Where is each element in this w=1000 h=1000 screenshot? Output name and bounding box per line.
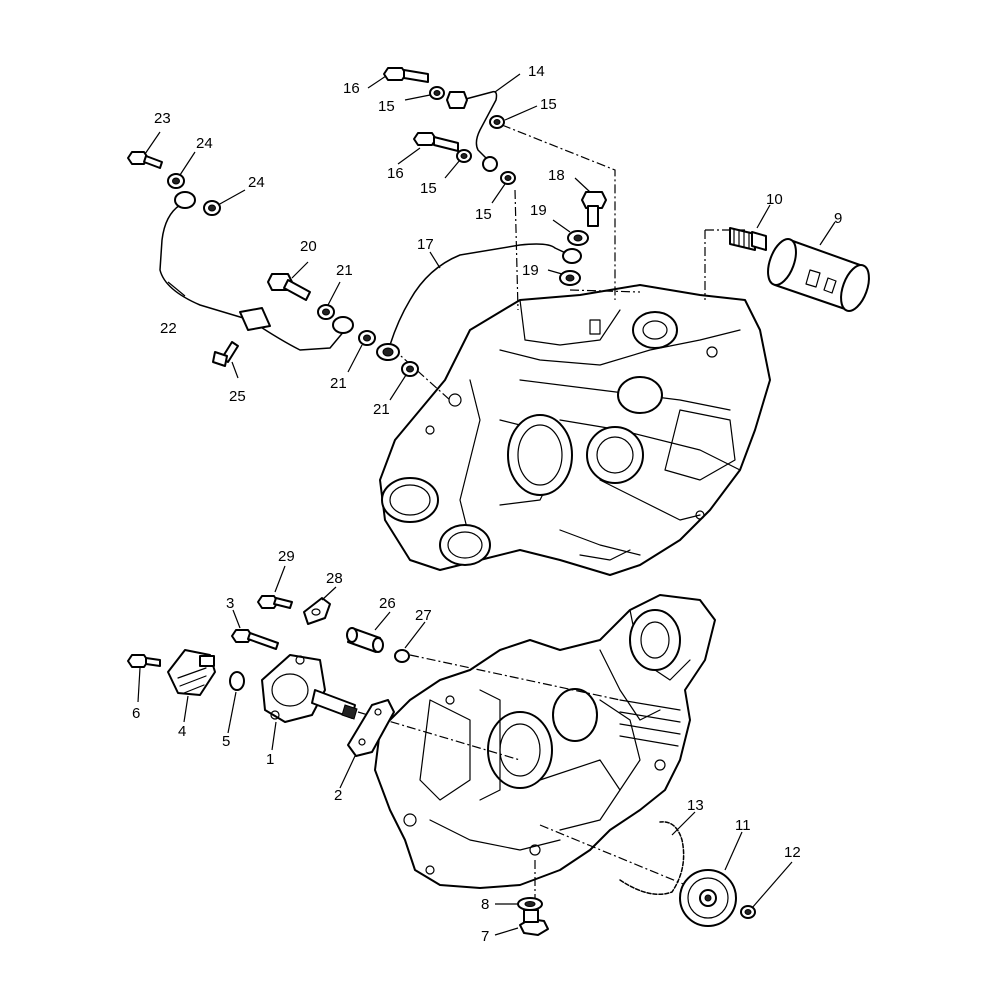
collar-26	[346, 627, 384, 653]
oil-pipe-14	[446, 90, 498, 172]
callout-21b: 21	[330, 375, 347, 392]
bolt-16-top	[383, 67, 429, 83]
bolt-3	[231, 629, 279, 650]
washers-15	[429, 86, 516, 185]
callout-labels: 1 2 3 4 5 6 7 8 9 10 11 12 13 14 15 15 1…	[132, 63, 842, 945]
bracket-28	[303, 597, 331, 625]
chain-13	[619, 821, 685, 895]
callout-7: 7	[481, 928, 489, 945]
callout-3: 3	[226, 595, 234, 612]
callout-15a: 15	[378, 98, 395, 115]
callout-8: 8	[481, 896, 489, 913]
callout-20: 20	[300, 238, 317, 255]
callout-19b: 19	[522, 262, 539, 279]
o-ring-5	[229, 671, 245, 691]
sprocket-11	[679, 869, 737, 927]
bolt-29	[257, 595, 293, 609]
callout-10: 10	[766, 191, 783, 208]
callout-29: 29	[278, 548, 295, 565]
callout-13: 13	[687, 797, 704, 814]
bolt-16-mid	[413, 132, 459, 152]
callout-21c: 21	[373, 401, 390, 418]
callout-9: 9	[834, 210, 842, 227]
gasket-8	[517, 897, 543, 911]
bolt-20	[267, 273, 311, 301]
oil-filter-9	[767, 238, 870, 312]
oil-pipe-22	[159, 191, 354, 351]
callout-27: 27	[415, 607, 432, 624]
callout-19a: 19	[530, 202, 547, 219]
callout-5: 5	[222, 733, 230, 750]
assembly-center-lines	[357, 124, 745, 905]
callout-15b: 15	[540, 96, 557, 113]
callout-22: 22	[160, 320, 177, 337]
callout-26: 26	[379, 595, 396, 612]
callout-11: 11	[735, 817, 751, 834]
washer-12	[740, 905, 756, 919]
bolt-23	[127, 151, 163, 169]
callout-25: 25	[229, 388, 246, 405]
callout-17: 17	[417, 236, 434, 253]
lower-crankcase	[374, 594, 716, 889]
callout-21a: 21	[336, 262, 353, 279]
callout-28: 28	[326, 570, 343, 587]
oil-pump-1	[261, 654, 358, 723]
callout-18: 18	[548, 167, 565, 184]
bolt-18	[581, 191, 607, 227]
callout-2: 2	[334, 787, 342, 804]
callout-23: 23	[154, 110, 171, 127]
washers-21	[317, 304, 419, 377]
callout-14: 14	[528, 63, 545, 80]
callout-6: 6	[132, 705, 140, 722]
oil-pipe-17	[376, 243, 582, 361]
strainer-4	[167, 649, 216, 696]
callout-12: 12	[784, 844, 801, 861]
washers-24	[167, 173, 221, 216]
callout-15d: 15	[475, 206, 492, 223]
leader-lines	[137, 73, 836, 936]
bolt-25	[212, 341, 239, 367]
union-bolt-10	[729, 227, 767, 251]
gaskets-19	[559, 230, 589, 286]
o-ring-27	[394, 649, 410, 663]
drain-plug-7	[519, 909, 549, 936]
bolt-6	[127, 654, 161, 668]
callout-4: 4	[178, 723, 186, 740]
callout-24a: 24	[196, 135, 213, 152]
upper-crankcase	[379, 284, 771, 576]
callout-16a: 16	[343, 80, 360, 97]
callout-16b: 16	[387, 165, 404, 182]
gasket-2	[347, 699, 395, 757]
callout-15c: 15	[420, 180, 437, 197]
callout-24b: 24	[248, 174, 265, 191]
callout-1: 1	[266, 751, 274, 768]
